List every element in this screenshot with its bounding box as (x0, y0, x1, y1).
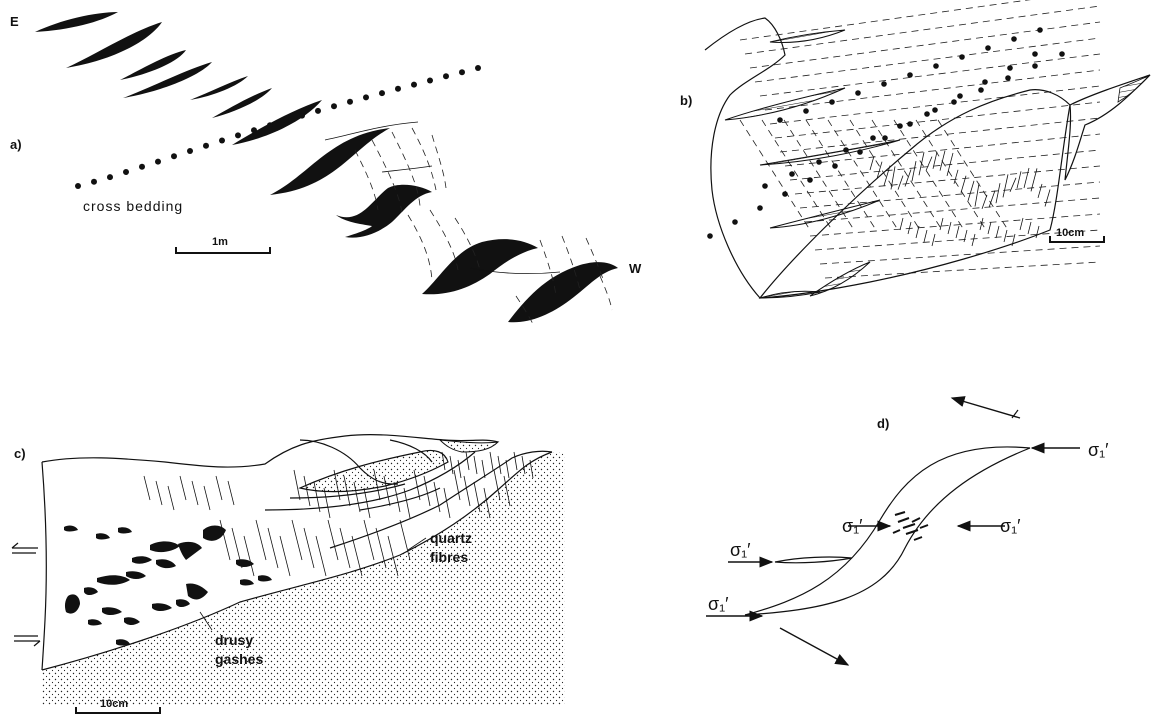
panel-d: d) σ₁′ σ₁′ σ₁′ σ₁′ σ₁′ (706, 398, 1109, 665)
panel-a: a) E W (10, 12, 642, 326)
panel-b-label: b) (680, 93, 692, 108)
vein-a2 (66, 22, 162, 68)
panel-a-label: a) (10, 137, 22, 152)
vein-b6 (760, 291, 820, 298)
sigmoid-vein-outer (745, 447, 1030, 615)
east-direction-label: E (10, 14, 19, 29)
vein-b2 (760, 140, 900, 165)
vein-outline (382, 166, 432, 172)
outcrop-outline-b (705, 18, 785, 298)
cross-bedding-label: cross bedding (83, 198, 183, 214)
vein-a1 (35, 12, 118, 32)
shear-arrow-top (952, 398, 1020, 418)
drusy-gashes-label-2: gashes (215, 651, 263, 667)
lens-hatch-b (1118, 75, 1150, 102)
shear-sense-arrows-c (12, 543, 40, 646)
quartz-fibres-label-1: quartz (430, 530, 472, 546)
vein-b5 (810, 262, 870, 296)
sigma1-label-centre: σ₁′ (842, 516, 863, 536)
sigma1-label-bottom: σ₁′ (708, 594, 729, 614)
panel-b: b) 10cm (680, 0, 1150, 298)
vein-a3 (120, 50, 186, 80)
sigma1-label-right: σ₁′ (1000, 516, 1021, 536)
panel-c: c) (12, 435, 565, 714)
small-gash-d (775, 557, 852, 563)
lens-fibres-b (870, 151, 1050, 246)
vein-a11 (508, 262, 618, 322)
sigma1-label-top: σ₁′ (1088, 440, 1109, 460)
west-direction-label: W (629, 261, 642, 276)
shear-arrow-bottom (780, 628, 848, 665)
stippled-strip-c (440, 440, 498, 452)
sigmoid-vein-inner (745, 448, 1030, 615)
en-echelon-gashes-d (893, 512, 928, 540)
vein-a5 (190, 76, 248, 100)
drusy-gashes-label-1: drusy (215, 632, 253, 648)
scale-label-c: 10cm (100, 698, 128, 710)
vein-a7 (232, 100, 322, 145)
lens-tip-b (1065, 75, 1150, 180)
scale-label-a: 1m (212, 236, 228, 248)
scale-label-b: 10cm (1056, 227, 1084, 239)
vein-a8 (270, 128, 390, 195)
quartz-fibres-label-2: fibres (430, 549, 468, 565)
panel-d-label: d) (877, 416, 889, 431)
vein-b4 (770, 30, 845, 43)
panel-c-label: c) (14, 446, 26, 461)
vein-a4 (123, 62, 212, 98)
vein-a10 (422, 239, 538, 294)
bedding-dots-b (707, 27, 1065, 239)
scale-bar-a (176, 247, 270, 254)
vein-b3 (770, 200, 880, 228)
outcrop-outline-c2 (42, 462, 46, 670)
vein-a6 (212, 88, 272, 118)
sigma1-label-left: σ₁′ (730, 540, 751, 560)
